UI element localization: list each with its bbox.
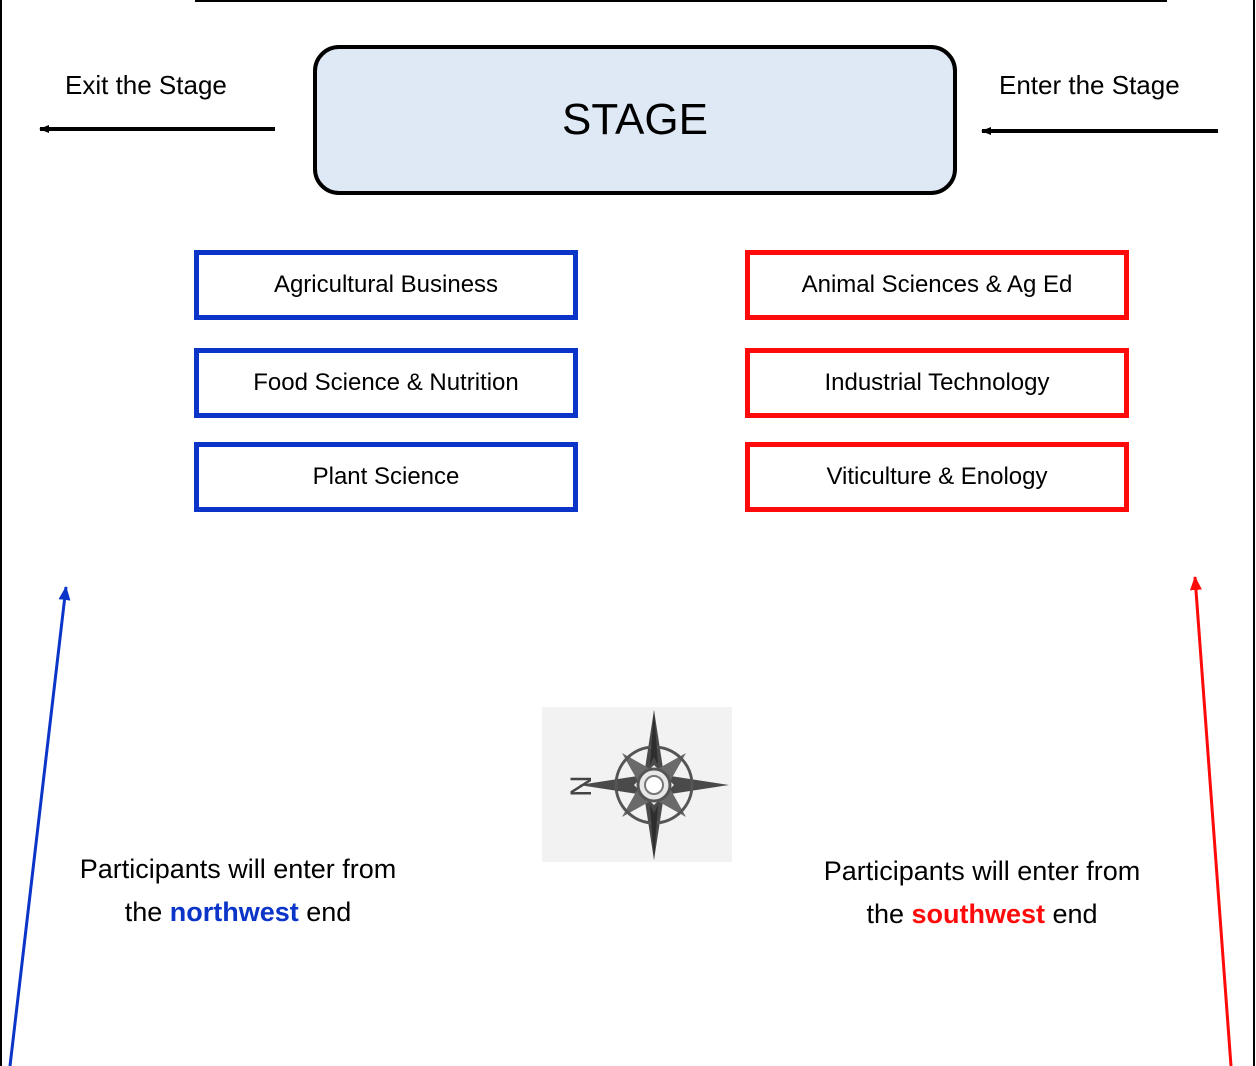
note-text: the [124, 897, 170, 927]
note-text: end [298, 897, 352, 927]
exit-stage-label: Exit the Stage [65, 70, 227, 100]
compass-north-letter: N [565, 775, 598, 797]
dept-label: Plant Science [312, 463, 460, 490]
note-text: end [1045, 899, 1098, 929]
northwest-note: Participants will enter from the northwe… [38, 848, 438, 934]
stage-box: STAGE [313, 45, 957, 195]
compass-rose-icon: N [542, 707, 732, 862]
note-line-2: the southwest end [782, 893, 1182, 936]
southwest-highlight: southwest [911, 899, 1045, 929]
note-line-2: the northwest end [38, 891, 438, 934]
note-line-1: Participants will enter from [79, 854, 397, 884]
dept-box-industrial-technology: Industrial Technology [745, 348, 1129, 418]
stage-label: STAGE [562, 95, 708, 144]
note-line-1: Participants will enter from [823, 856, 1141, 886]
dept-label: Food Science & Nutrition [253, 369, 519, 396]
frame-right-border [1253, 0, 1255, 1066]
frame-left-border [0, 0, 2, 1066]
dept-label: Viticulture & Enology [826, 463, 1048, 490]
dept-box-food-science: Food Science & Nutrition [194, 348, 578, 418]
southwest-entry-arrow [1189, 576, 1233, 1066]
northwest-entry-arrow [8, 586, 71, 1066]
northwest-highlight: northwest [169, 897, 299, 927]
enter-stage-label: Enter the Stage [999, 70, 1180, 100]
dept-label: Industrial Technology [824, 369, 1050, 396]
dept-box-viticulture: Viticulture & Enology [745, 442, 1129, 512]
frame-top-border [195, 0, 1167, 2]
note-text: the [866, 899, 912, 929]
dept-label: Agricultural Business [273, 271, 499, 298]
southwest-note: Participants will enter from the southwe… [782, 850, 1182, 936]
dept-box-agricultural-business: Agricultural Business [194, 250, 578, 320]
dept-label: Animal Sciences & Ag Ed [801, 271, 1073, 298]
dept-box-plant-science: Plant Science [194, 442, 578, 512]
dept-box-animal-sciences: Animal Sciences & Ag Ed [745, 250, 1129, 320]
